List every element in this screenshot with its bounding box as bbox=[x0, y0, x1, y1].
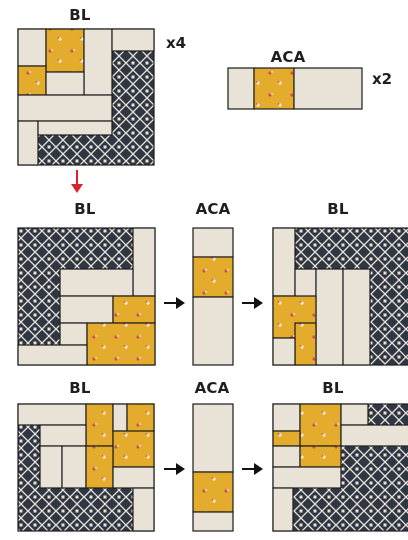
block-bl-top bbox=[18, 29, 154, 165]
block-bl-row2-left bbox=[18, 404, 154, 531]
block-bl-row1-left bbox=[18, 228, 155, 365]
down-arrow-icon bbox=[71, 170, 83, 193]
block-bl-row2-right bbox=[273, 404, 408, 531]
strip-aca-top bbox=[228, 68, 362, 109]
strip-aca-row2 bbox=[193, 404, 233, 531]
right-arrow-icon bbox=[164, 297, 185, 309]
right-arrow-icon bbox=[242, 297, 263, 309]
block-bl-row1-right bbox=[273, 228, 408, 365]
strip-aca-row1 bbox=[193, 228, 233, 365]
right-arrow-icon bbox=[164, 463, 185, 475]
right-arrow-icon bbox=[242, 463, 263, 475]
